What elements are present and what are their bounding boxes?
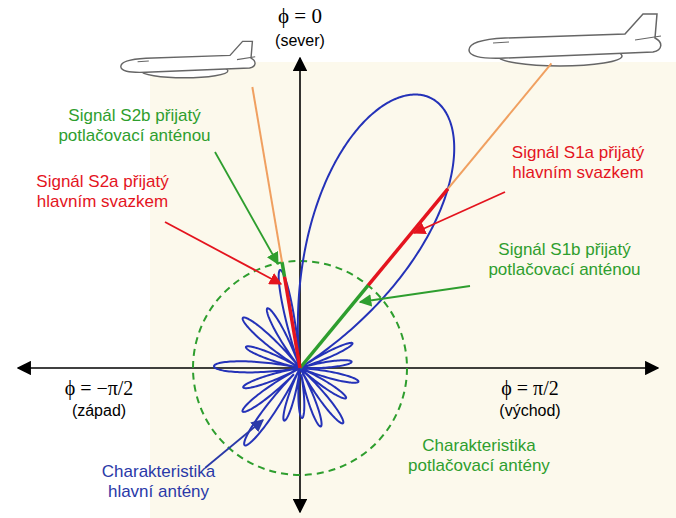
main-antenna-pattern: [214, 94, 454, 445]
guard-signal: [300, 285, 368, 368]
direction-name: (západ): [38, 401, 160, 420]
axis-angle: ϕ = π/2: [474, 376, 586, 400]
pattern-label: Charakteristika hlavní antény: [86, 462, 231, 503]
leader-arrow: [215, 152, 278, 264]
main-beam-signal: [285, 277, 300, 368]
leader-arrow: [205, 420, 263, 468]
guard-signal: [282, 263, 284, 277]
signal-label: Signál S2b přijatý potlačovací anténou: [42, 106, 227, 147]
horizontal-axis: [18, 367, 658, 369]
airplane: [469, 14, 661, 66]
direction-name: (východ): [474, 401, 586, 420]
signal-label: Signál S1b přijatý potlačovací anténou: [462, 240, 667, 281]
leader-arrow: [414, 192, 505, 233]
main-beam-signal: [368, 189, 448, 286]
signal-ray: [252, 87, 282, 262]
axis-angle: ϕ = −π/2: [38, 376, 160, 400]
signal-label: Signál S2a přijatý hlavním svazkem: [10, 172, 195, 213]
leader-arrow: [165, 222, 281, 284]
background-panel: [150, 62, 676, 518]
direction-name: (sever): [250, 31, 350, 50]
axis-angle: ϕ = 0: [250, 4, 350, 29]
pattern-label: Charakteristika potlačovací antény: [388, 436, 570, 477]
signal-label: Signál S1a přijatý hlavním svazkem: [488, 143, 668, 184]
airplane: [121, 41, 255, 77]
leader-arrow: [360, 286, 470, 302]
